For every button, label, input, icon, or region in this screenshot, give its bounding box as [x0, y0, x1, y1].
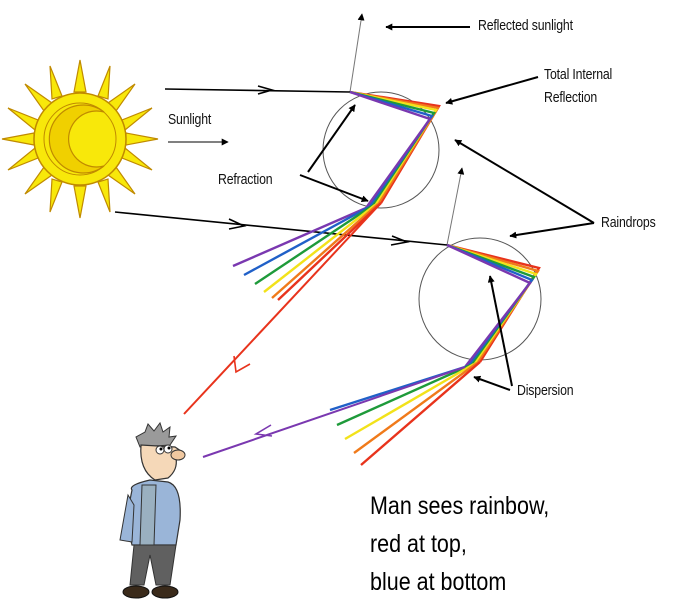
spectrum-lower-drop	[446, 243, 541, 368]
sunlight-ray-lower	[114, 211, 448, 246]
red-ray-to-eye	[183, 202, 382, 415]
dispersion-label: Dispersion	[517, 382, 574, 399]
refraction-label: Refraction	[218, 171, 273, 188]
reflected-ray-upper	[349, 13, 365, 93]
violet-ray-to-eye	[202, 366, 466, 458]
sun-icon	[1, 59, 159, 219]
spectrum-upper-exit	[232, 202, 382, 301]
spectrum-lower-exit	[329, 361, 481, 466]
caption-line1: Man sees rainbow,	[370, 492, 550, 520]
total-internal-reflection-label-line1: Total Internal	[544, 66, 613, 83]
caption-line3: blue at bottom	[370, 568, 507, 596]
spectrum-upper-drop	[349, 90, 441, 209]
pointer-arrows	[299, 23, 595, 391]
total-internal-reflection-label-line2: Reflection	[544, 89, 598, 106]
caption: Man sees rainbow, red at top, blue at bo…	[370, 487, 578, 601]
reflected-ray-lower	[446, 167, 465, 246]
sunlight-ray-upper	[164, 88, 351, 93]
caption-line2: red at top,	[370, 530, 467, 558]
reflected-sunlight-label: Reflected sunlight	[478, 17, 573, 34]
sunlight-label: Sunlight	[168, 111, 212, 128]
man-icon	[119, 421, 186, 599]
raindrops-label: Raindrops	[601, 214, 656, 231]
